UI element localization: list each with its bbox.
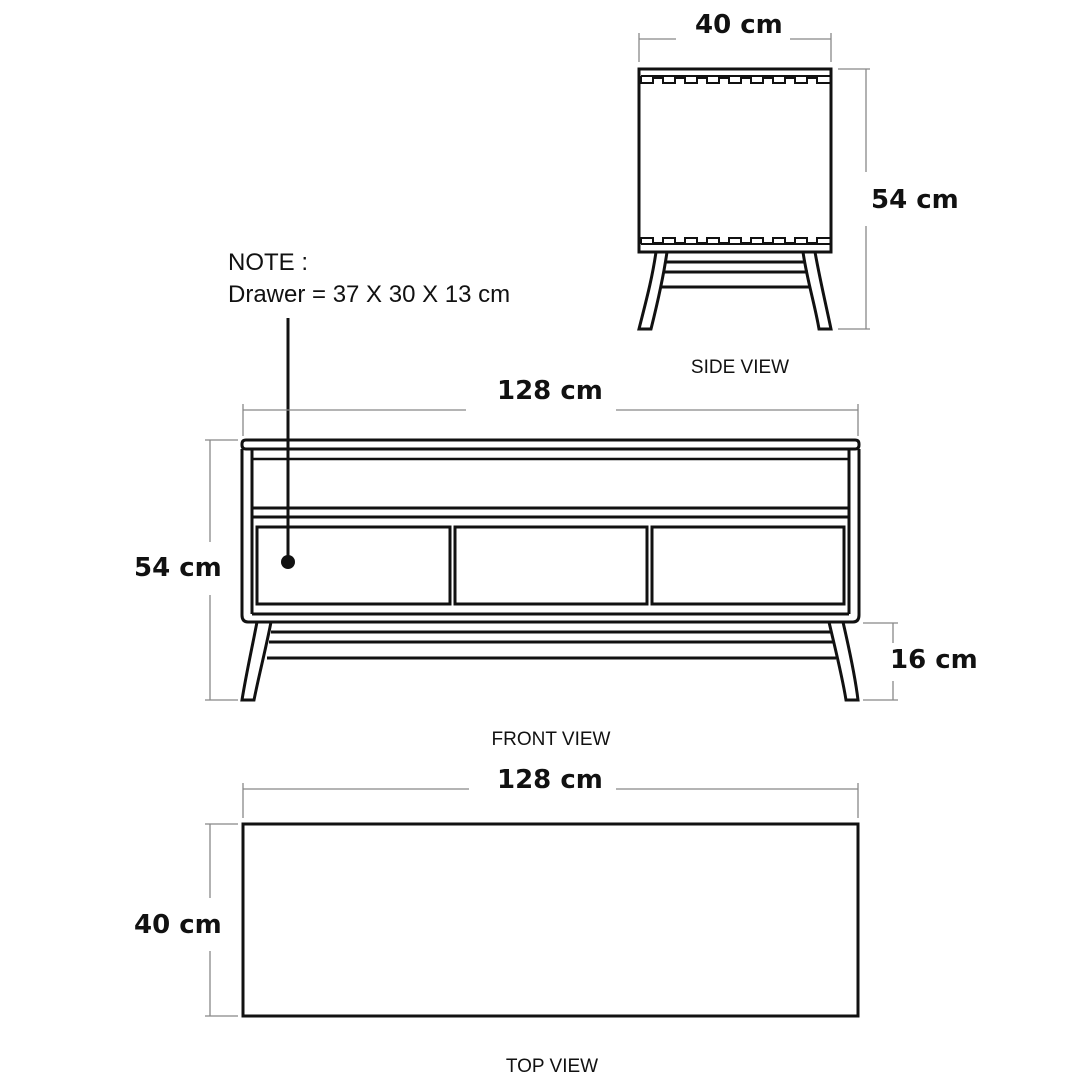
front-view-dimension-lines [205,404,898,701]
side-view-dimension-lines [638,33,870,330]
front-view-drawing [240,438,861,702]
side-view-label: SIDE VIEW [690,357,790,378]
side-height-dimension: 54 cm [871,185,959,215]
top-depth-dimension: 40 cm [134,910,222,940]
side-width-dimension: 40 cm [695,10,783,40]
front-height-dimension: 54 cm [134,553,222,583]
leg-height-dimension: 16 cm [890,645,978,675]
top-view-dimension-lines [205,783,859,1017]
top-view-label: TOP VIEW [505,1056,599,1077]
top-view-drawing [241,822,860,1018]
drawer-note: NOTE : Drawer = 37 X 30 X 13 cm [228,247,510,311]
note-text: Drawer = 37 X 30 X 13 cm [228,281,511,308]
top-width-dimension: 128 cm [497,765,603,795]
side-view-drawing [637,67,833,331]
front-width-dimension: 128 cm [497,376,603,406]
note-title: NOTE : [228,249,309,276]
note-leader [281,318,295,569]
front-view-label: FRONT VIEW [491,729,611,750]
